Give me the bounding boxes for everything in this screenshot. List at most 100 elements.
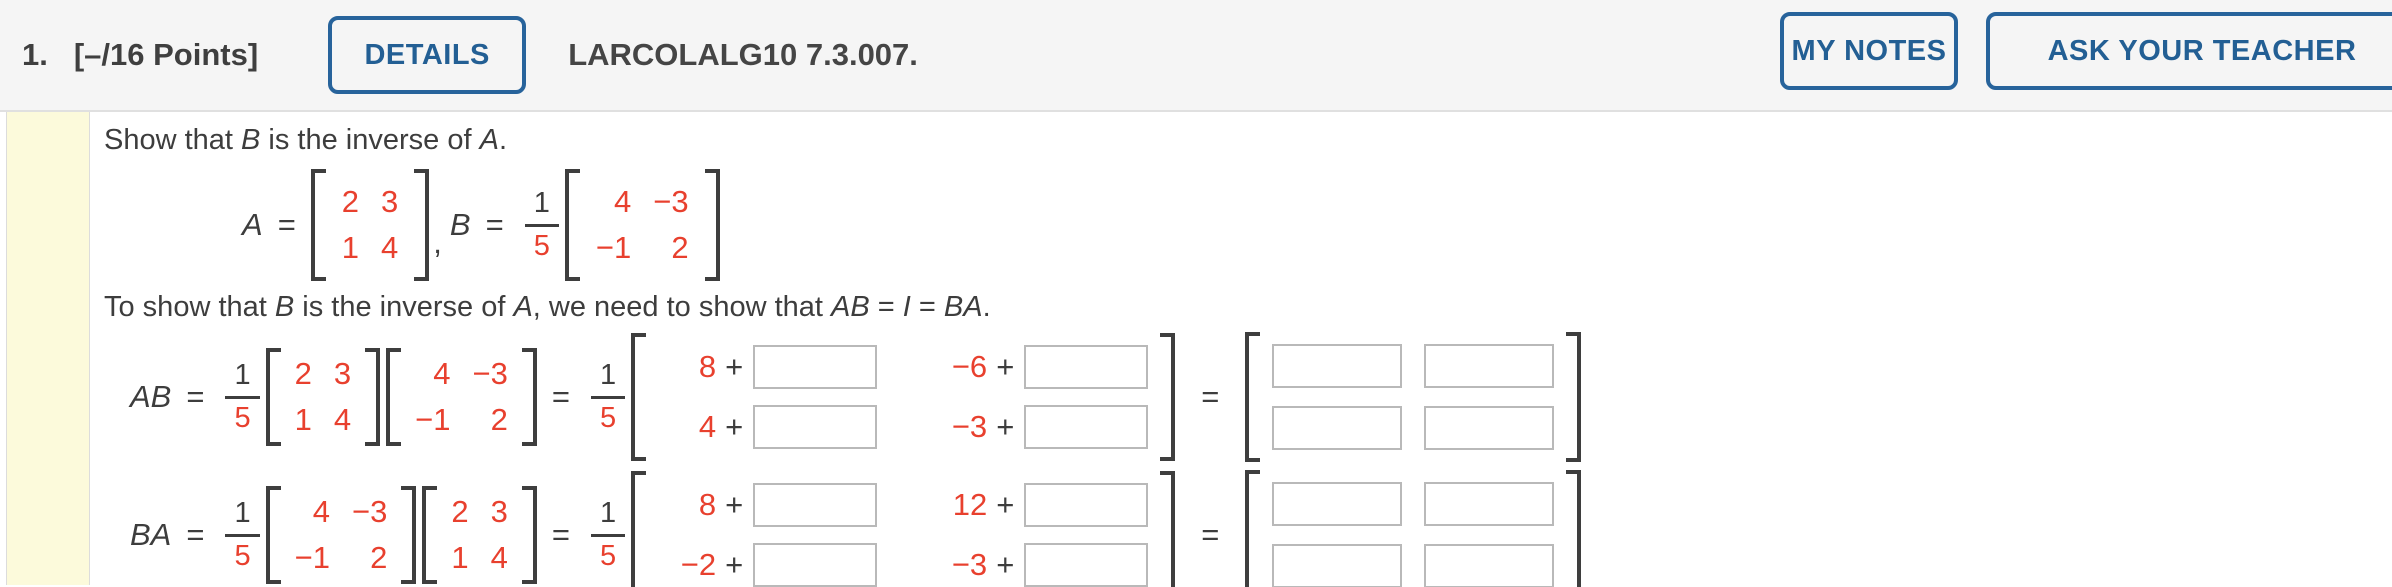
matrix-cell: 4 <box>312 494 330 529</box>
ba-answer-input-r0c0[interactable] <box>1272 482 1403 526</box>
matrix-cell: 2 <box>490 402 508 437</box>
equals-sign: = <box>1201 517 1220 552</box>
my-notes-button[interactable]: MY NOTES <box>1780 12 1958 90</box>
ba-answer-input-r1c1[interactable] <box>1424 544 1555 587</box>
ab-sum-input-r1c0[interactable] <box>753 405 878 449</box>
matrix-a-cells: 2 3 1 4 <box>326 169 415 281</box>
plus-sign: + <box>725 547 744 582</box>
ba-sum-input-r0c1[interactable] <box>1024 483 1149 527</box>
explain-text: To show that <box>104 291 275 323</box>
sum-lead: 12 <box>952 487 988 522</box>
ab-sum-input-r0c1[interactable] <box>1024 345 1149 389</box>
statement-text: . <box>498 124 507 156</box>
ba-sum-input-r0c0[interactable] <box>753 483 878 527</box>
fraction-numerator: 1 <box>225 359 260 399</box>
plus-sign: + <box>996 547 1015 582</box>
sum-lead: −2 <box>680 547 717 582</box>
details-button[interactable]: DETAILS <box>328 16 527 94</box>
matrix-a-label: A <box>242 207 263 242</box>
ab-sum-input-r1c1[interactable] <box>1024 405 1149 449</box>
matrix-cell: 3 <box>381 184 399 219</box>
matrix-definition: A = 2 3 1 4 , B = 1 5 <box>242 169 2392 281</box>
matrix-cell: −1 <box>595 230 632 265</box>
question-margin-strip <box>6 112 90 585</box>
var-b: B <box>241 124 261 156</box>
matrix-cell: −3 <box>351 494 388 529</box>
matrix-left-bracket <box>631 471 647 587</box>
matrix-cell: 4 <box>490 540 508 575</box>
ab-sum-input-r0c0[interactable] <box>753 345 878 389</box>
matrix-cell: 2 <box>370 540 388 575</box>
matrix-cell: 4 <box>613 184 632 219</box>
sum-cell: 4 + <box>660 405 878 449</box>
ab-answer-matrix <box>1245 332 1582 462</box>
sum-lead: −3 <box>951 547 988 582</box>
statement-text: Show that <box>104 124 242 156</box>
matrix-cell: 4 <box>333 402 352 437</box>
matrix-a: 2 3 1 4 <box>310 169 430 281</box>
ab-label: AB <box>130 379 172 414</box>
var-i: I <box>902 291 911 323</box>
var-b: B <box>274 291 295 323</box>
var-ba: BA <box>943 291 983 323</box>
ab-sum-matrix: 8 + −6 + 4 + −3 <box>631 333 1176 461</box>
ba-sum-input-r1c1[interactable] <box>1024 543 1149 587</box>
ab-factor-matrix-1: 2 3 1 4 <box>265 348 381 446</box>
ab-answer-input-r0c0[interactable] <box>1272 344 1403 388</box>
statement-text: is the inverse of <box>260 124 480 156</box>
matrix-right-bracket <box>1160 471 1176 587</box>
sum-cell: 12 + <box>931 483 1149 527</box>
matrix-right-bracket <box>521 486 537 584</box>
sum-cell: −3 + <box>931 405 1149 449</box>
scalar-fraction: 1 5 <box>590 359 626 435</box>
matrix-right-bracket <box>365 348 381 446</box>
sum-lead: 8 <box>698 349 717 384</box>
matrix-right-bracket <box>401 486 417 584</box>
ba-label: BA <box>130 517 172 552</box>
ab-answer-input-r1c1[interactable] <box>1424 406 1555 450</box>
var-ab: AB <box>831 291 870 323</box>
matrix-left-bracket <box>265 486 281 584</box>
ask-your-teacher-button[interactable]: ASK YOUR TEACHER <box>1986 12 2392 90</box>
var-a: A <box>513 291 533 323</box>
fraction-numerator: 1 <box>590 497 626 537</box>
equals-sign: = <box>277 207 296 242</box>
equals-sign: = <box>551 517 570 552</box>
sum-cell: −3 + <box>931 543 1149 587</box>
matrix-left-bracket <box>265 348 281 446</box>
ab-answer-input-r0c1[interactable] <box>1424 344 1555 388</box>
matrix-left-bracket <box>310 169 326 281</box>
matrix-b: 4 −3 −1 2 <box>564 169 720 281</box>
var-a: A <box>479 124 499 156</box>
fraction-denominator: 5 <box>234 401 251 434</box>
fraction-denominator: 5 <box>533 229 550 262</box>
matrix-cell: 2 <box>341 184 360 219</box>
ba-answer-input-r1c0[interactable] <box>1272 544 1403 587</box>
plus-sign: + <box>725 409 744 444</box>
explain-text: is the inverse of <box>294 291 514 323</box>
scalar-fraction: 1 5 <box>225 359 260 435</box>
matrix-cell: −3 <box>472 356 508 391</box>
points-label: [–/16 Points] <box>73 37 259 72</box>
fraction-denominator: 5 <box>234 539 251 572</box>
matrix-cell: −1 <box>294 540 330 575</box>
sum-cell: 8 + <box>660 483 878 527</box>
matrix-cell: 2 <box>671 230 689 265</box>
matrix-cell: −3 <box>653 184 689 219</box>
matrix-cell: 2 <box>294 356 312 391</box>
fraction-numerator: 1 <box>524 187 559 227</box>
sum-cell: −2 + <box>660 543 878 587</box>
matrix-left-bracket <box>386 348 402 446</box>
ba-sum-matrix: 8 + 12 + −2 + −3 <box>631 471 1176 587</box>
ba-sum-input-r1c0[interactable] <box>753 543 878 587</box>
plus-sign: + <box>996 349 1015 384</box>
question-content: Show that B is the inverse of A. A = 2 3… <box>90 112 2392 587</box>
matrix-cell: −1 <box>415 402 451 437</box>
matrix-left-bracket <box>422 486 438 584</box>
explain-text: = <box>869 291 903 323</box>
header-right-buttons: MY NOTES ASK YOUR TEACHER <box>1780 12 2392 90</box>
ab-answer-input-r1c0[interactable] <box>1272 406 1403 450</box>
explanation-line: To show that B is the inverse of A, we n… <box>104 291 2392 324</box>
matrix-right-bracket <box>521 348 537 446</box>
ba-answer-input-r0c1[interactable] <box>1424 482 1555 526</box>
